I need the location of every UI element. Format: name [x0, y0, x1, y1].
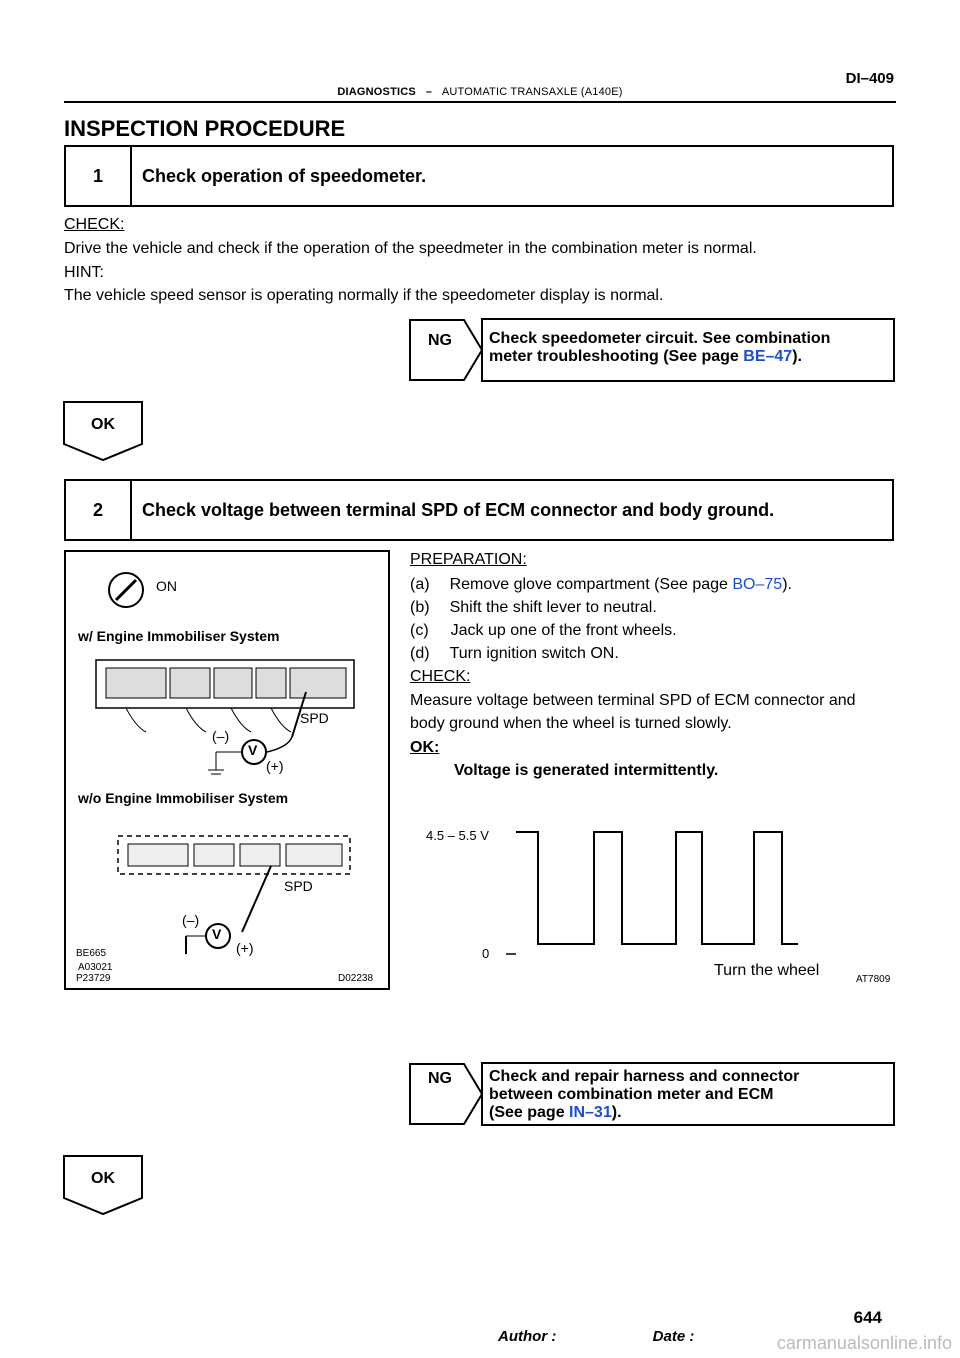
prep-item-d: (d)Turn ignition switch ON. — [410, 645, 619, 662]
header-section: DIAGNOSTICS — [337, 86, 416, 98]
step-1-box: 1 Check operation of speedometer. — [64, 145, 894, 207]
ok-1-label: OK — [91, 416, 115, 433]
ok-arrow-1 — [63, 401, 143, 462]
preparation-label: PREPARATION: — [410, 551, 527, 568]
ng-arrow-1 — [409, 319, 484, 381]
ecm-connector-without-immobiliser — [117, 835, 351, 933]
figure-ref-2: A03021 — [78, 962, 113, 973]
author-date-line: Author : Date : — [498, 1328, 694, 1345]
voltmeter-lower — [185, 923, 231, 954]
ng-2-line-1: Check and repair harness and connector — [489, 1068, 800, 1085]
author-label: Author : — [498, 1328, 557, 1345]
figure-ref-3: P23729 — [76, 973, 111, 984]
ng-2-line-2: between combination meter and ECM — [489, 1086, 774, 1103]
with-immobiliser-label: w/ Engine Immobiliser System — [78, 628, 280, 644]
step-1-check-label: CHECK: — [64, 216, 125, 233]
prep-item-b: (b)Shift the shift lever to neutral. — [410, 599, 657, 616]
figure-code: D02238 — [338, 973, 374, 984]
voltmeter-symbol-upper: V — [248, 742, 258, 758]
ignition-on-label: ON — [156, 578, 177, 594]
waveform-low-label: 0 — [482, 946, 490, 961]
step-1-hint-text: The vehicle speed sensor is operating no… — [64, 287, 664, 304]
page-link-bo-75[interactable]: BO–75 — [732, 576, 783, 593]
ng-1-label: NG — [428, 332, 452, 349]
header-rule — [64, 101, 896, 103]
connector-figure: ON w/ Engine Immobiliser System SPD (–) … — [64, 550, 390, 990]
ng-1-line-1: Check speedometer circuit. See combinati… — [489, 330, 831, 347]
ng-arrow-2 — [409, 1063, 484, 1125]
step-1-hint-label: HINT: — [64, 264, 104, 281]
ok-criteria-label: OK: — [410, 739, 440, 756]
waveform-x-caption: Turn the wheel — [714, 962, 820, 979]
date-label: Date : — [652, 1328, 695, 1345]
spd-label-lower: SPD — [284, 878, 313, 894]
ok-criteria-text: Voltage is generated intermittently. — [454, 762, 719, 779]
header-subsection: AUTOMATIC TRANSAXLE (A140E) — [441, 86, 623, 98]
ng-2-box: Check and repair harness and connector b… — [481, 1062, 895, 1126]
waveform-code: AT7809 — [856, 974, 891, 985]
page-link-in-31[interactable]: IN–31 — [569, 1104, 612, 1121]
connector-diagram — [95, 572, 355, 954]
ok-2-label: OK — [91, 1170, 115, 1187]
header-separator: – — [425, 86, 433, 98]
prep-item-a: (a)Remove glove compartment (See page BO… — [410, 576, 792, 593]
page-link-be-47[interactable]: BE–47 — [743, 348, 793, 365]
page-code: DI–409 — [845, 70, 894, 87]
running-header: DIAGNOSTICS – AUTOMATIC TRANSAXLE (A140E… — [0, 86, 960, 98]
ok-arrow-2 — [63, 1155, 143, 1216]
spd-label-upper: SPD — [300, 710, 329, 726]
prep-item-c: (c)Jack up one of the front wheels. — [410, 622, 677, 639]
step-1-number: 1 — [66, 147, 132, 205]
step-2-check-line-1: Measure voltage between terminal SPD of … — [410, 692, 856, 709]
step-2-check-label: CHECK: — [410, 668, 471, 685]
page-number: 644 — [853, 1308, 882, 1327]
voltmeter-upper — [208, 736, 293, 775]
plus-label-lower: (+) — [236, 940, 254, 956]
ignition-key-icon — [108, 572, 144, 608]
step-2-check-line-2: body ground when the wheel is turned slo… — [410, 715, 732, 732]
figure-ref-1: BE665 — [76, 948, 107, 959]
minus-label-upper: (–) — [212, 728, 230, 744]
step-1-check-text: Drive the vehicle and check if the opera… — [64, 240, 757, 257]
watermark: carmanualsonline.info — [776, 1333, 952, 1353]
ng-2-label: NG — [428, 1070, 452, 1087]
voltage-waveform — [506, 831, 798, 955]
ecm-connector-with-immobiliser — [95, 659, 355, 738]
ng-1-line-2: meter troubleshooting (See page BE–47). — [489, 348, 802, 365]
step-2-title: Check voltage between terminal SPD of EC… — [142, 499, 775, 520]
ng-1-box: Check speedometer circuit. See combinati… — [481, 318, 895, 382]
step-2-box: 2 Check voltage between terminal SPD of … — [64, 479, 894, 541]
step-2-number: 2 — [66, 481, 132, 539]
minus-label-lower: (–) — [182, 912, 200, 928]
ng-2-line-3: (See page IN–31). — [489, 1104, 622, 1121]
step-1-title: Check operation of speedometer. — [142, 165, 427, 186]
voltmeter-symbol-lower: V — [212, 926, 222, 942]
waveform-high-label: 4.5 – 5.5 V — [426, 828, 489, 843]
without-immobiliser-label: w/o Engine Immobiliser System — [78, 790, 289, 806]
page-title: INSPECTION PROCEDURE — [64, 116, 346, 141]
plus-label-upper: (+) — [266, 758, 284, 774]
